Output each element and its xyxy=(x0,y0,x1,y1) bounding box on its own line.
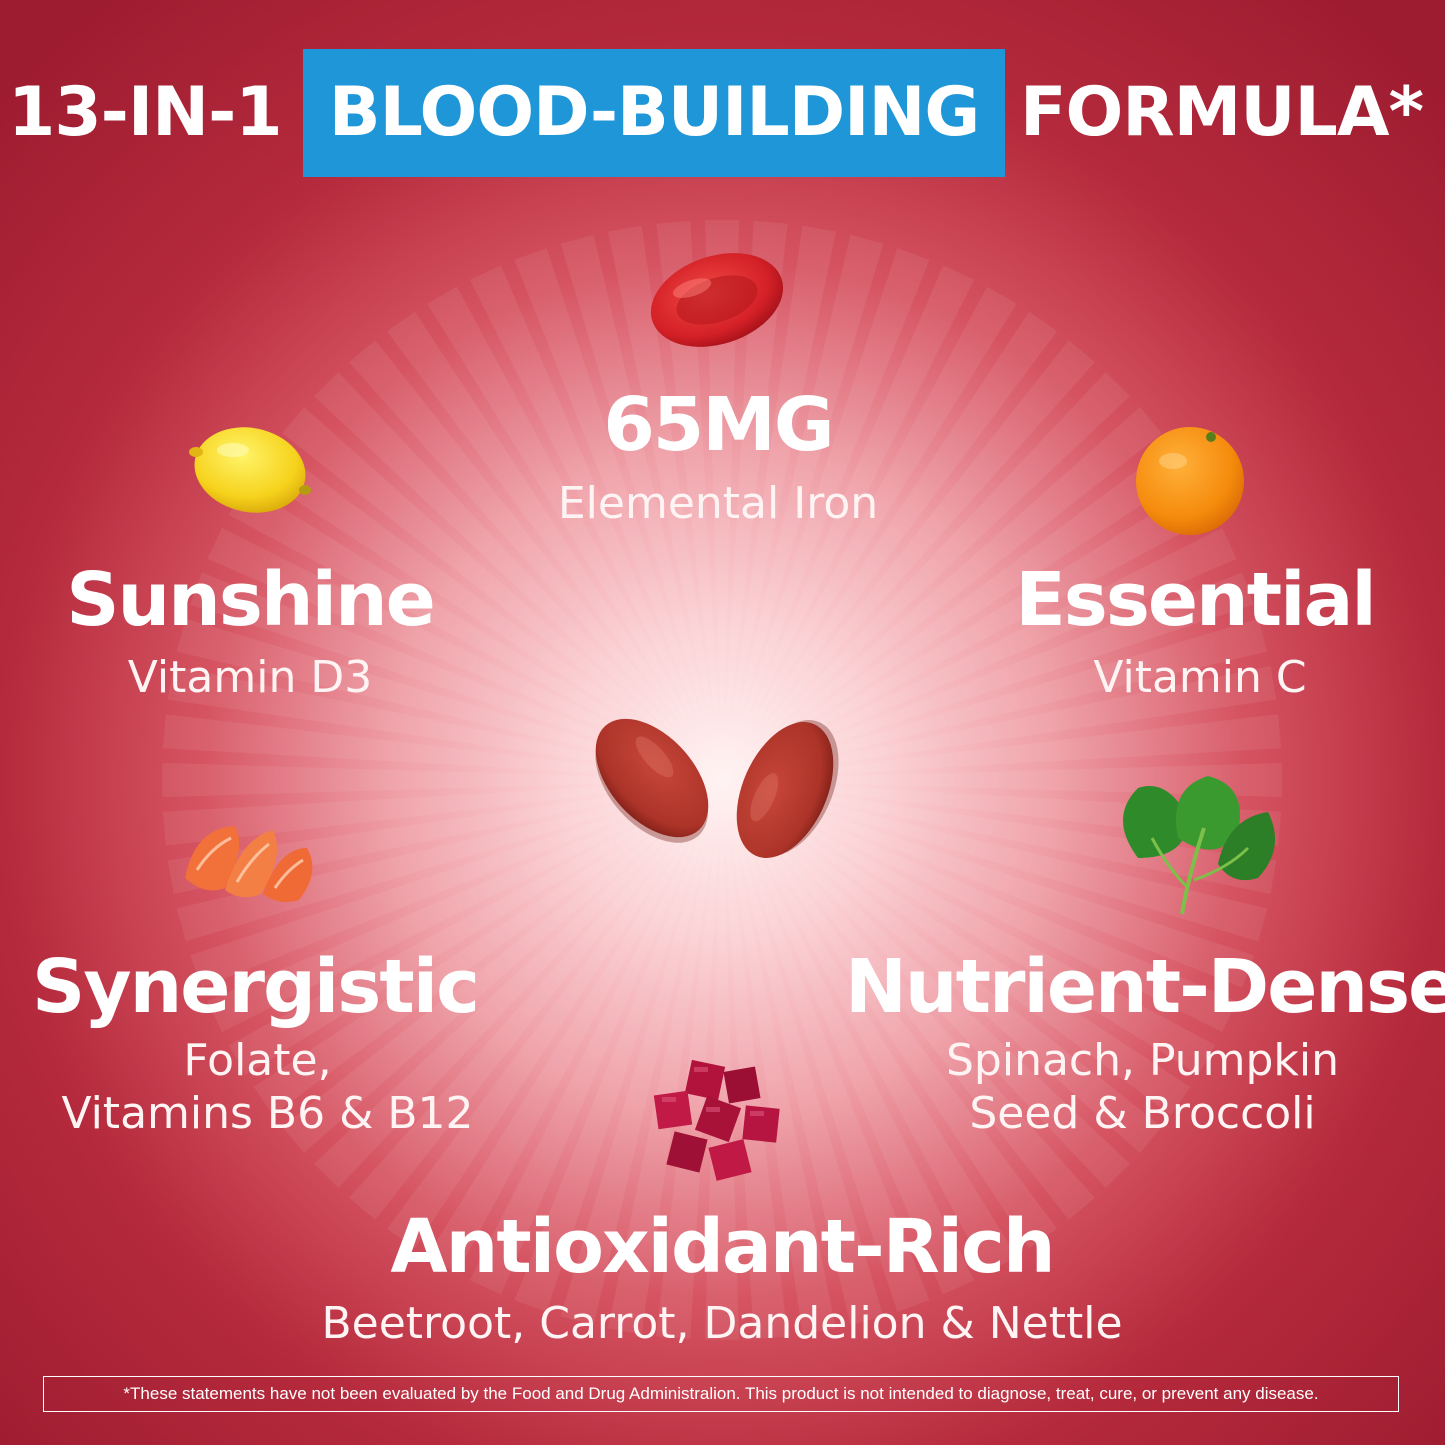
orange-icon xyxy=(1133,423,1248,538)
sunburst-ray xyxy=(722,780,1095,1220)
sunburst-ray xyxy=(722,444,1191,780)
sunburst-ray xyxy=(722,780,1162,1153)
sunburst-ray xyxy=(722,407,1162,780)
sunburst-ray xyxy=(722,340,1095,780)
sunburst-ray xyxy=(722,780,1191,1116)
sunshine-detail: Vitamin D3 xyxy=(127,652,373,703)
sunburst-ray xyxy=(722,372,1130,780)
fda-disclaimer: *These statements have not been evaluate… xyxy=(43,1376,1399,1412)
antioxidant-detail: Beetroot, Carrot, Dandelion & Nettle xyxy=(321,1298,1123,1349)
sunburst-ray xyxy=(560,780,722,1326)
sunburst-ray xyxy=(282,780,722,1153)
iron-headline: 65MG xyxy=(603,382,834,468)
antioxidant-headline: Antioxidant-Rich xyxy=(390,1204,1055,1290)
nutrient-dense-detail-line2: Seed & Broccoli xyxy=(969,1088,1316,1139)
sunburst-ray xyxy=(228,485,722,780)
iron-detail: Elemental Iron xyxy=(557,478,879,529)
sunburst-ray xyxy=(560,234,722,780)
sunburst-ray xyxy=(722,311,1058,780)
sunburst-ray xyxy=(207,780,722,1033)
sunburst-ray xyxy=(190,572,722,780)
sunburst-ray xyxy=(722,780,836,1335)
sunburst-ray xyxy=(427,286,722,780)
sunshine-headline: Sunshine xyxy=(66,557,436,643)
sunburst-ray xyxy=(608,225,722,781)
sunburst-ray xyxy=(176,618,722,780)
sunburst-ray xyxy=(722,780,1237,1033)
essential-headline: Essential xyxy=(1015,557,1377,643)
sunburst-ray xyxy=(722,220,788,780)
sunburst-ray xyxy=(722,286,1017,780)
iron-tablets-icon xyxy=(570,690,870,880)
sunburst-ray xyxy=(722,780,884,1326)
sunburst-ray xyxy=(314,372,722,780)
sunburst-ray xyxy=(704,780,740,1340)
sunburst-ray xyxy=(722,248,930,780)
sunburst-ray xyxy=(722,234,884,780)
sunburst-ray xyxy=(656,780,722,1340)
sunburst-ray xyxy=(722,780,930,1312)
sunburst-ray xyxy=(722,666,1277,780)
sunburst-ray xyxy=(722,714,1282,780)
sunburst-ray xyxy=(162,762,723,798)
nutrient-dense-detail-line1: Spinach, Pumpkin xyxy=(945,1035,1339,1086)
beetroot-cubes-icon xyxy=(648,1055,793,1185)
sunburst-ray xyxy=(282,407,722,780)
sunburst-ray xyxy=(722,780,1216,1075)
sunburst-ray xyxy=(514,780,722,1312)
sunburst-ray xyxy=(514,248,722,780)
red-blood-cell-icon xyxy=(645,245,790,355)
sunburst-ray xyxy=(176,780,722,942)
sunburst-ray xyxy=(167,666,723,780)
sunburst-ray xyxy=(190,780,722,988)
header-tail-text: FORMULA* xyxy=(1020,73,1424,152)
sunburst-ray xyxy=(722,780,1130,1188)
spinach-icon xyxy=(1108,768,1286,918)
sunburst-ray xyxy=(253,780,722,1116)
header-highlight-box: BLOOD-BUILDING xyxy=(303,49,1005,177)
sunburst-ray xyxy=(704,220,740,781)
sunburst-ray xyxy=(722,527,1237,780)
sunburst-ray xyxy=(722,780,1058,1249)
sunburst-ray xyxy=(722,572,1254,780)
sunburst-ray xyxy=(253,444,722,780)
sunburst-ray xyxy=(608,780,722,1335)
sunburst-ray xyxy=(722,265,975,780)
sunburst-ray xyxy=(469,780,722,1295)
sunburst-ray xyxy=(722,485,1216,780)
sunburst-ray xyxy=(722,780,1277,894)
sunburst-ray xyxy=(349,780,722,1220)
sunburst-ray xyxy=(162,714,722,780)
sunburst-ray xyxy=(349,340,722,780)
sunburst-ray xyxy=(656,220,722,780)
sunburst-ray xyxy=(207,527,722,780)
nutrient-dense-headline: Nutrient-Dense xyxy=(845,944,1445,1030)
sunburst-ray xyxy=(722,780,1268,942)
sunburst-ray xyxy=(722,780,788,1340)
sunburst-ray xyxy=(722,780,1017,1274)
sunburst-ray xyxy=(722,225,836,781)
sunburst-ray xyxy=(386,311,722,780)
sunburst-ray xyxy=(722,780,1254,988)
sunburst-ray xyxy=(314,780,722,1188)
sunburst-ray xyxy=(228,780,722,1075)
synergistic-detail-line2: Vitamins B6 & B12 xyxy=(61,1088,474,1139)
essential-detail: Vitamin C xyxy=(1093,652,1307,703)
sunburst-ray xyxy=(386,780,722,1249)
sunburst-ray xyxy=(162,780,722,846)
header-lead-text: 13-IN-1 xyxy=(8,73,283,152)
lemon-icon xyxy=(188,418,313,518)
sunburst-ray xyxy=(469,265,722,780)
salmon-icon xyxy=(175,808,325,908)
synergistic-headline: Synergistic xyxy=(32,944,480,1030)
synergistic-detail-line1: Folate, xyxy=(183,1035,332,1086)
sunburst-ray xyxy=(722,618,1268,780)
sunburst-ray xyxy=(722,780,975,1295)
sunburst-ray xyxy=(427,780,722,1274)
